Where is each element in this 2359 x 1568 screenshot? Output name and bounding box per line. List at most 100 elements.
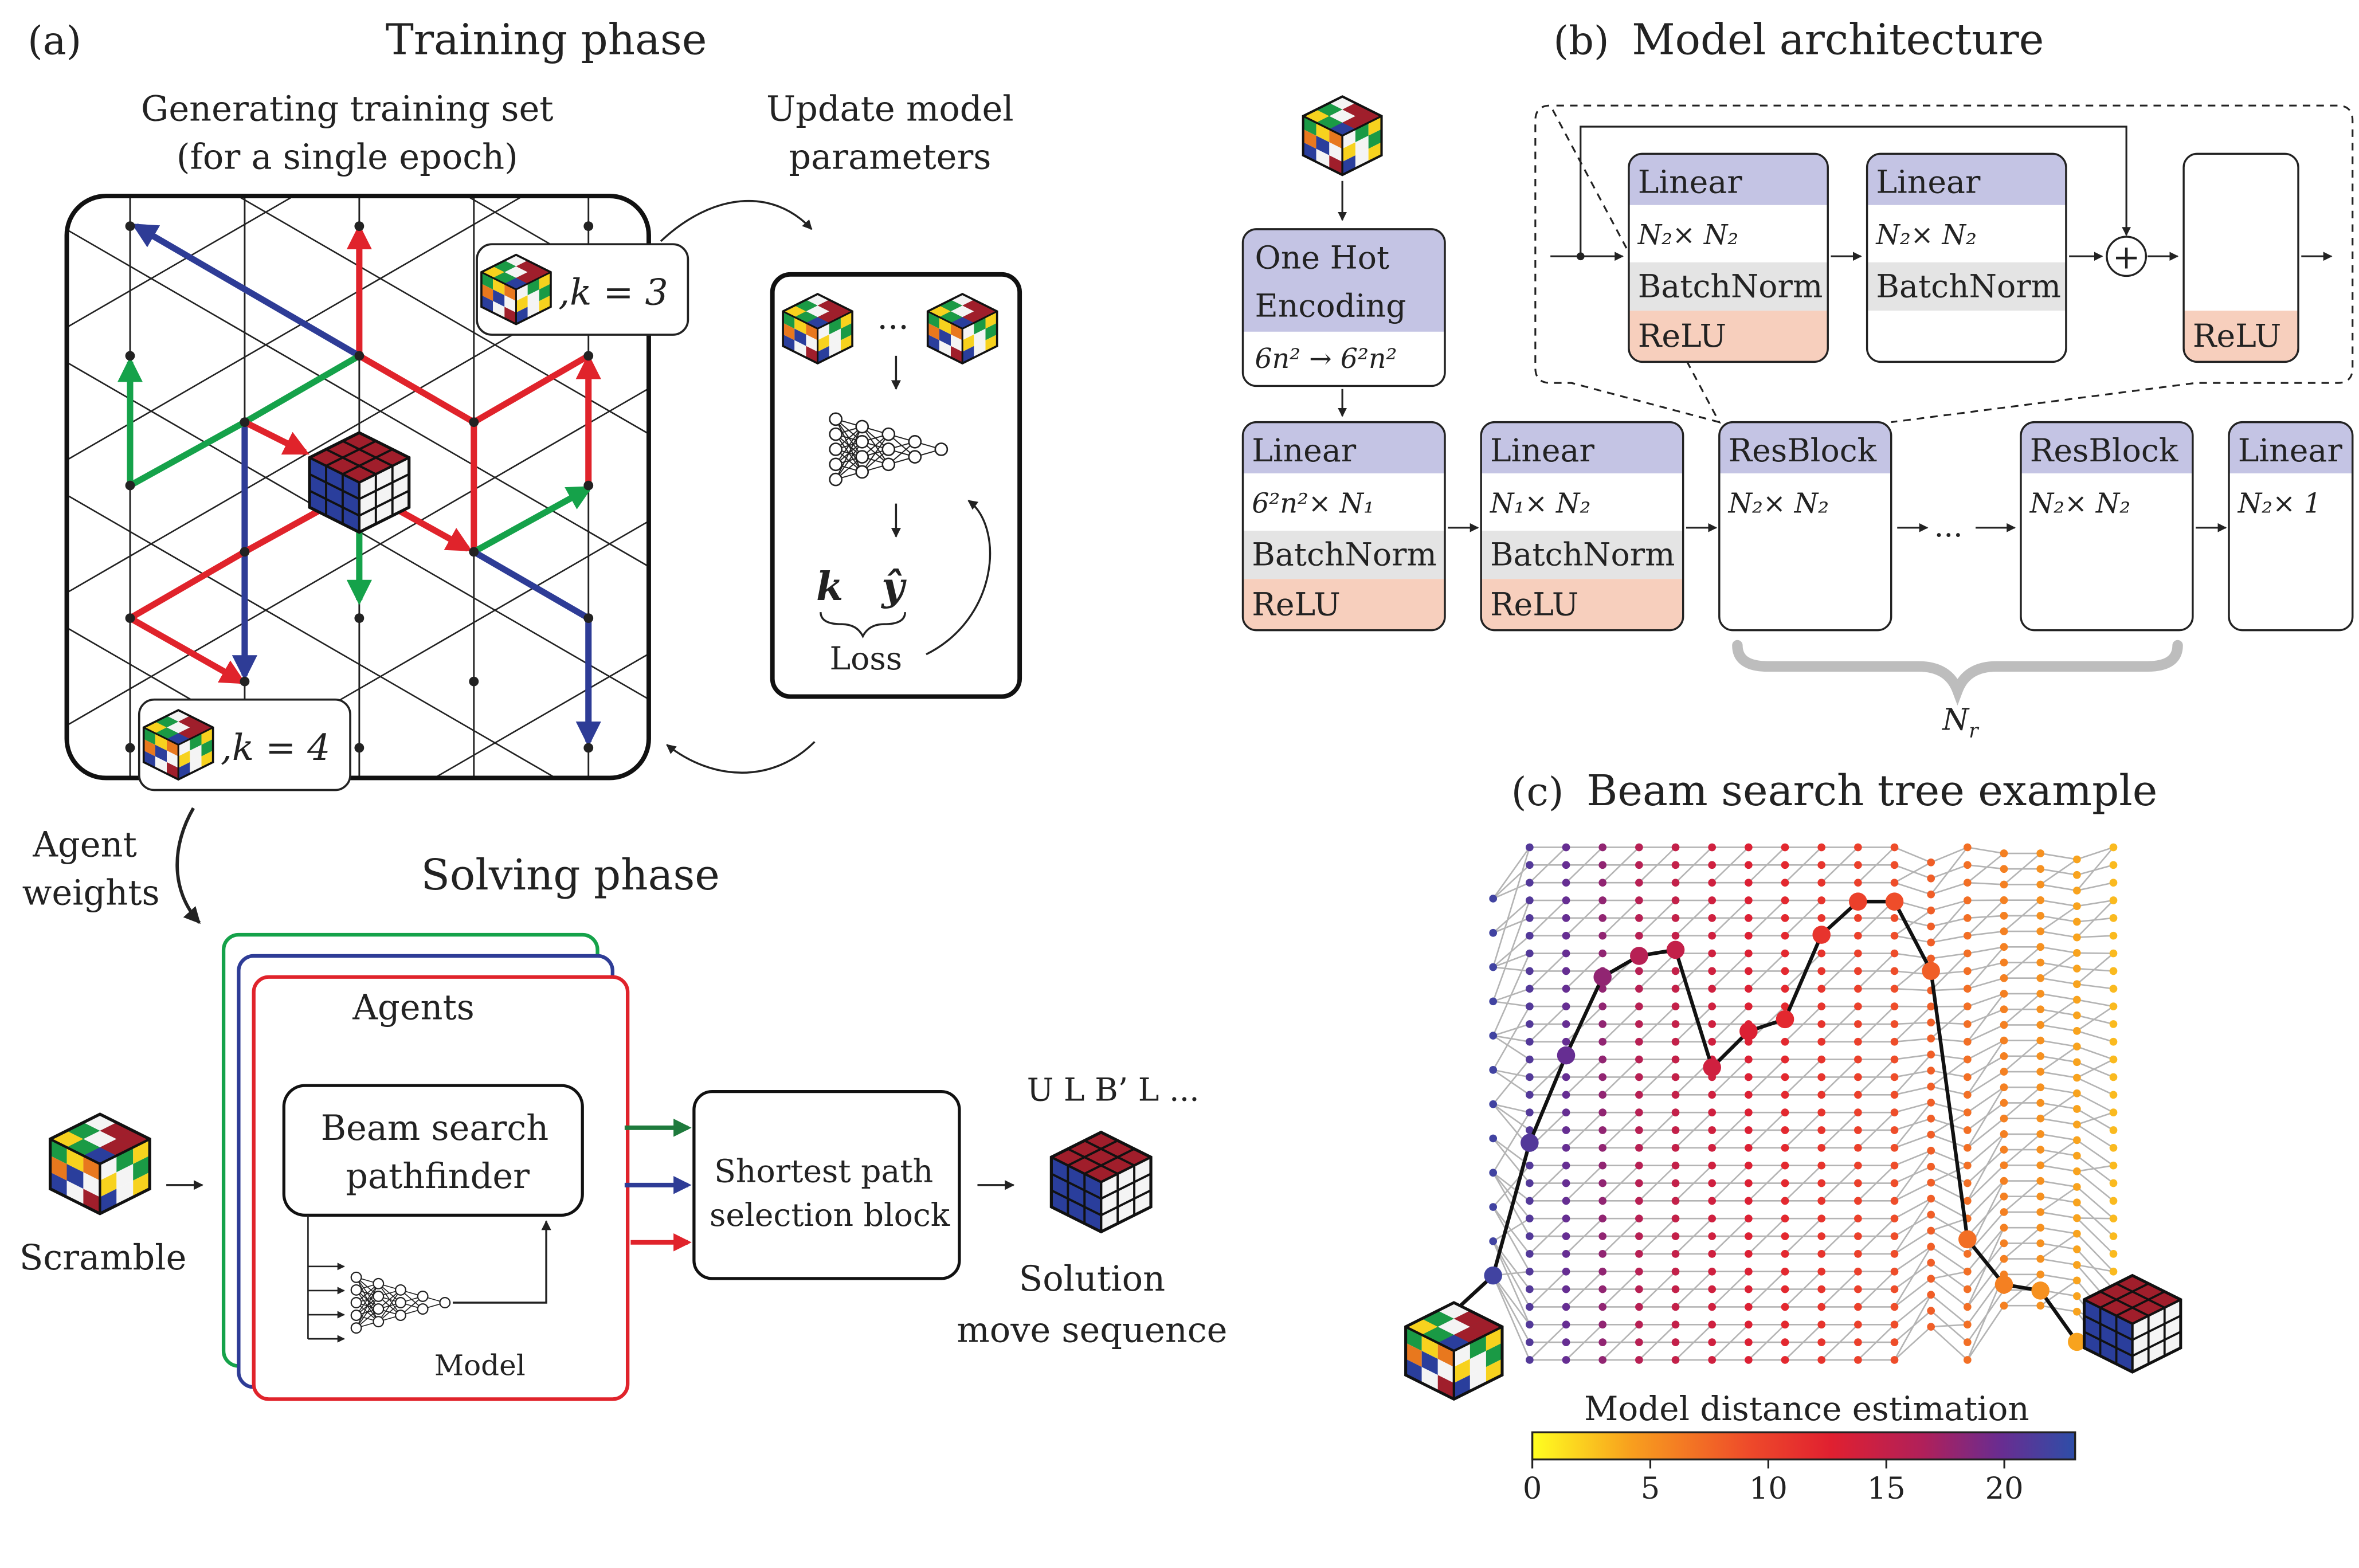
tree-edge	[1894, 1118, 1931, 1131]
tree-node	[1817, 914, 1826, 922]
tree-edge	[1967, 1040, 2005, 1060]
tree-node	[1781, 1303, 1789, 1311]
tree-edge	[1930, 917, 1968, 927]
tree-node	[2072, 1167, 2081, 1175]
tree-node	[1927, 1067, 1935, 1075]
tree-node	[2036, 1005, 2045, 1014]
tree-node	[1526, 1320, 1534, 1329]
tree-node	[1854, 1267, 1862, 1276]
tree-node	[2109, 1126, 2118, 1134]
selection-line1: Shortest path	[714, 1154, 933, 1190]
tree-edge	[1966, 1133, 2005, 1166]
tree-node	[1745, 931, 1753, 940]
tree-node	[1526, 1002, 1534, 1010]
tree-node	[1927, 1178, 1935, 1187]
tree-node	[1708, 1108, 1717, 1116]
tree-edge	[2076, 952, 2114, 954]
tree-node	[1526, 1020, 1534, 1028]
tree-node	[1817, 861, 1826, 869]
tree-node	[1598, 1020, 1607, 1028]
tree-node	[1964, 1055, 1972, 1064]
linear-1-norm: BatchNorm	[1252, 537, 1437, 574]
beam-tree-nodes	[1489, 843, 2118, 1364]
tree-node	[2072, 1214, 2081, 1222]
tree-edge	[1967, 1087, 2005, 1114]
tree-node	[1854, 1108, 1862, 1116]
tree-edge	[1930, 1294, 1968, 1326]
tree-node	[2036, 1224, 2045, 1232]
center-solved-cube	[309, 433, 409, 532]
res-inner-1-dim: N₂× N₂	[1637, 219, 1739, 251]
tree-node	[1927, 1162, 1935, 1171]
tree-node	[1854, 1232, 1862, 1240]
tree-node	[2036, 1146, 2045, 1154]
tree-edge	[2040, 1024, 2078, 1032]
tree-node	[1598, 1126, 1607, 1134]
tree-node	[1781, 1161, 1789, 1170]
tree-edge	[1966, 1258, 2005, 1308]
moves-label: U L B’ L ...	[1027, 1072, 1200, 1108]
tree-node	[1526, 1338, 1534, 1346]
tree-node	[1635, 1108, 1643, 1116]
solution-line1: Solution	[1019, 1259, 1165, 1299]
tree-edge	[2040, 946, 2078, 954]
tree-node	[1489, 1066, 1498, 1074]
tree-node	[1635, 1338, 1643, 1346]
tree-edge	[1930, 1150, 1968, 1166]
tree-node	[1745, 1002, 1753, 1010]
tree-node	[1854, 1055, 1862, 1064]
tree-edge	[1894, 958, 1932, 990]
tree-node	[1489, 1032, 1498, 1040]
linear-1-name: Linear	[1252, 433, 1357, 469]
tree-edge	[2040, 915, 2078, 923]
tree-edge	[2076, 1092, 2114, 1114]
tree-node	[1562, 967, 1570, 975]
panel-c: (c) Beam search tree example Model dista…	[1406, 767, 2181, 1506]
tree-node	[1671, 1303, 1680, 1311]
tree-node	[1635, 985, 1643, 993]
tree-node	[1635, 1320, 1643, 1329]
tree-node	[2036, 1052, 2045, 1060]
tree-edge	[1966, 1040, 2005, 1096]
tree-edge	[1930, 1198, 1968, 1220]
tree-node	[1562, 1108, 1570, 1116]
tree-node	[1854, 861, 1862, 869]
tree-edge	[1930, 1085, 1968, 1096]
tree-node	[1964, 1250, 1972, 1258]
tree-node	[2036, 1068, 2045, 1076]
training-phase-title: Training phase	[386, 16, 707, 65]
tree-node	[1854, 1285, 1862, 1293]
tree-node	[1708, 967, 1717, 975]
tree-node	[1526, 1108, 1534, 1116]
tree-node	[1526, 1161, 1534, 1170]
tree-node	[1671, 1020, 1680, 1028]
input-cube	[1303, 96, 1382, 175]
tree-node	[1781, 879, 1789, 887]
resblock-1-dim: N₂× N₂	[1728, 488, 1829, 519]
path-node	[1885, 892, 1904, 911]
tree-node	[1708, 843, 1717, 852]
tree-edge	[1967, 881, 2004, 885]
tree-node	[1817, 1356, 1826, 1364]
tree-node	[1562, 1179, 1570, 1187]
tree-node	[1671, 1232, 1680, 1240]
tree-node	[1526, 1037, 1534, 1046]
tree-edge	[2076, 1165, 2114, 1173]
path-node	[1776, 1010, 1794, 1029]
tree-node	[2109, 1250, 2118, 1258]
tree-node	[1671, 1037, 1680, 1046]
tree-node	[1526, 1303, 1534, 1311]
tree-edge	[2076, 1108, 2114, 1131]
tree-edge	[1894, 1085, 1931, 1096]
tree-edge	[1930, 846, 1968, 864]
tree-node	[1671, 985, 1680, 993]
colorbar-tick-label: 20	[1985, 1471, 2024, 1506]
tree-edge	[2040, 852, 2078, 860]
tree-node	[1598, 1214, 1607, 1223]
tree-edge	[2040, 1273, 2078, 1281]
tree-node	[2000, 1302, 2008, 1310]
tree-edge	[1894, 1102, 1932, 1148]
tree-node	[1781, 1267, 1789, 1276]
tree-edge	[1967, 993, 2004, 1008]
tree-node	[1817, 1232, 1826, 1240]
